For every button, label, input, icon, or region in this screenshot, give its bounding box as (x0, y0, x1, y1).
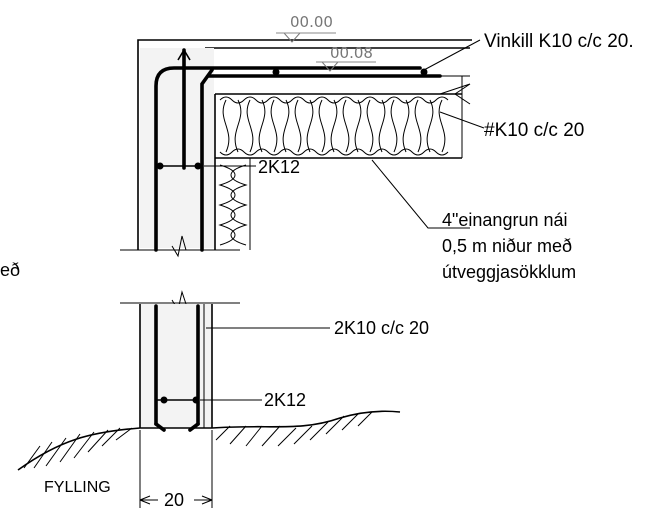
leader-angle-bar (423, 39, 481, 71)
label-insulation-1: 4"einangrun nái (442, 210, 568, 230)
label-angle-bar: Vinkill K10 c/c 20. (484, 31, 634, 52)
insulation-vertical (218, 164, 248, 246)
elevation-marker-slab: 00.08 (316, 44, 376, 72)
label-edge-fragment: eð (0, 260, 20, 280)
rebar-dot-3 (272, 68, 280, 76)
insulation-loops (222, 99, 446, 153)
rebar-top-hook (177, 49, 191, 61)
label-insulation-3: útveggjasökklum (442, 262, 576, 282)
elevation-marker-top: 00.00 (276, 13, 336, 43)
label-fill: FYLLING (44, 479, 111, 496)
leader-mesh (439, 111, 485, 129)
rebar-dot-6 (192, 396, 200, 404)
rebar-dot-5 (160, 396, 168, 404)
dimension-text-bg (158, 488, 194, 510)
lower-section: 20 (17, 290, 401, 510)
insulation-horizontal (219, 96, 449, 156)
label-bottom-bar: 2K12 (264, 390, 306, 410)
rebar-dot-4 (420, 68, 428, 76)
footing-concrete-shade (140, 304, 212, 428)
label-mesh: #K10 c/c 20 (484, 120, 584, 141)
elevation-slab-label: 00.08 (330, 44, 373, 62)
label-insulation-2: 0,5 m niður með (442, 236, 572, 256)
slab-break-symbol (439, 83, 471, 105)
dimension-arrows (139, 495, 213, 505)
elevation-top-label: 00.00 (290, 13, 333, 31)
rebar-wall-outer-bent (154, 66, 422, 252)
callouts-lower: 2K10 c/c 20 2K12 FYLLING (44, 318, 429, 496)
rebar-footing-hooks (154, 422, 200, 432)
callouts-upper: Vinkill K10 c/c 20. #K10 c/c 20 2K12 4"e… (0, 31, 634, 282)
wall-slab-outline (137, 39, 472, 250)
ground-hatching (23, 411, 373, 469)
wall-break-zigzag-upper (171, 235, 187, 258)
label-dimension: 20 (164, 490, 184, 510)
label-top-bar: 2K12 (258, 157, 300, 177)
upper-section: 00.00 00.08 (120, 13, 472, 258)
ground-surface (17, 410, 401, 471)
label-wall-bars: 2K10 c/c 20 (334, 318, 429, 338)
leader-insulation (371, 159, 470, 229)
